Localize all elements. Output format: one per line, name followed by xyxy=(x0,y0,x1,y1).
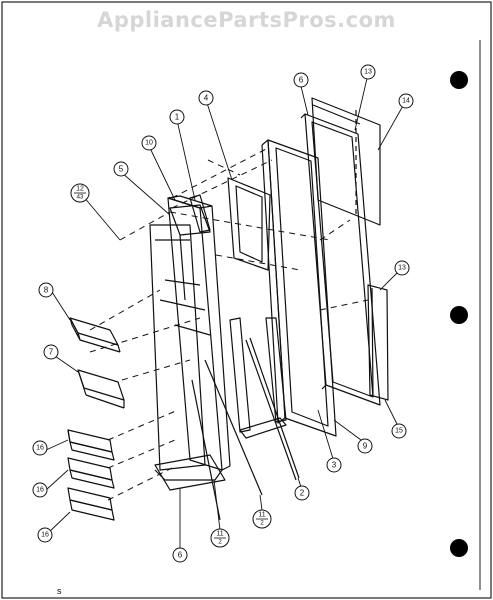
callout-5: 5 xyxy=(119,165,124,174)
callout-11-right-denominator: 2 xyxy=(260,521,264,527)
binder-hole-top xyxy=(450,71,468,89)
callout-13-right-circle xyxy=(394,260,410,276)
breaker-strip-1 xyxy=(189,194,211,233)
callout-5-circle xyxy=(113,161,129,177)
callout-14: 14 xyxy=(402,98,410,105)
callout-16b: 16 xyxy=(36,487,44,494)
door-bin-16a xyxy=(67,429,115,461)
callout-6-bottom: 6 xyxy=(178,551,183,560)
callout-1-circle xyxy=(169,109,185,125)
callout-6-bottom-circle xyxy=(172,547,188,563)
callout-7: 7 xyxy=(49,348,54,357)
callout-12-denominator: 43 xyxy=(77,195,84,201)
callout-6-top-circle xyxy=(293,72,309,88)
callout-11-left: 11 xyxy=(216,531,223,538)
callout-10: 10 xyxy=(145,140,153,147)
trim-strip-lower xyxy=(229,317,287,439)
callout-1: 1 xyxy=(175,113,180,122)
callout-16b-circle xyxy=(32,482,48,498)
binder-hole-middle xyxy=(450,306,468,324)
callout-16c: 16 xyxy=(41,532,49,539)
door-bin-8 xyxy=(69,317,121,353)
binder-hole-bottom xyxy=(450,539,468,557)
callout-8-circle xyxy=(38,282,54,298)
callout-16a: 16 xyxy=(36,445,44,452)
callout-2-circle xyxy=(294,485,310,501)
callout-12: 12 xyxy=(76,186,84,193)
door-outer-panel xyxy=(300,113,381,406)
watermark: AppliancePartsPros.com xyxy=(97,8,396,32)
callout-6-top: 6 xyxy=(299,76,304,85)
page-mark: s xyxy=(57,586,62,596)
callout-4-circle xyxy=(198,90,214,106)
callout-3: 3 xyxy=(332,461,337,470)
bottom-frame xyxy=(154,454,226,491)
callout-2: 2 xyxy=(300,489,305,498)
callout-14-circle xyxy=(398,93,414,109)
callout-13-top-circle xyxy=(360,64,376,80)
door-bin-16b xyxy=(67,457,115,489)
dispenser-panel-top xyxy=(311,97,381,226)
callout-13-top: 13 xyxy=(364,69,372,76)
callout-4: 4 xyxy=(204,94,209,103)
callout-11-left-denominator: 2 xyxy=(218,540,222,546)
rod-2 xyxy=(245,337,300,481)
callout-8: 8 xyxy=(44,286,49,295)
dispenser-panel-bottom xyxy=(367,284,389,401)
callout-13-right: 13 xyxy=(398,265,406,272)
trim-strip-4 xyxy=(227,177,271,271)
callout-15-circle xyxy=(391,423,407,439)
callout-16c-circle xyxy=(37,527,53,543)
door-bin-7 xyxy=(77,369,125,409)
callout-15: 15 xyxy=(395,428,403,435)
callout-10-circle xyxy=(141,135,157,151)
callout-9: 9 xyxy=(363,442,368,451)
frame-top xyxy=(169,204,211,301)
callout-16a-circle xyxy=(32,440,48,456)
rod-lower xyxy=(191,379,221,521)
callout-3-circle xyxy=(326,457,342,473)
door-bin-16c xyxy=(67,487,115,521)
door-liner xyxy=(261,139,337,437)
callout-11-right: 11 xyxy=(258,512,265,519)
rod-11 xyxy=(204,359,263,496)
callout-9-circle xyxy=(357,438,373,454)
inner-liner xyxy=(149,195,231,481)
callout-7-circle xyxy=(43,344,59,360)
